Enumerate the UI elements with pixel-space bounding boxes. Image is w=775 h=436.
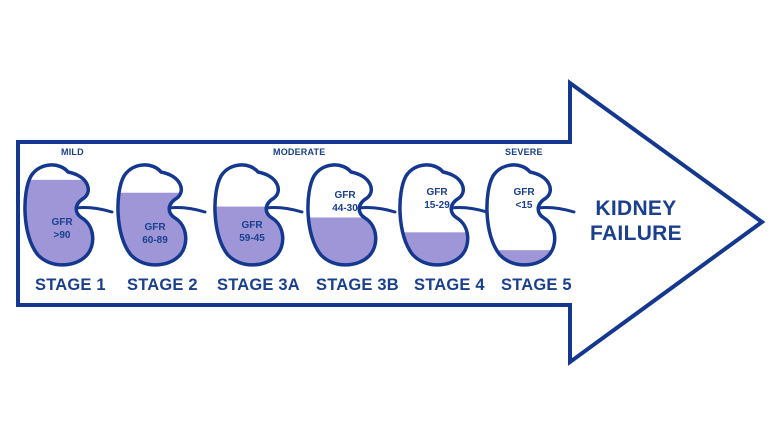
progression-arrow (16, 79, 766, 366)
ureter-line (357, 206, 397, 214)
kidney-outline (213, 163, 285, 267)
kidney-outline (116, 163, 188, 267)
kidney-stage-3b (306, 163, 397, 267)
kidney-outline (485, 163, 557, 267)
stage-label-4: STAGE 4 (414, 276, 485, 294)
ureter-line (167, 206, 207, 214)
severity-label-moderate: MODERATE (273, 147, 326, 157)
ureter-line (74, 206, 114, 214)
stage-label-1: STAGE 1 (35, 276, 106, 294)
ureter-line (264, 206, 304, 214)
kidney-group (23, 163, 576, 267)
kidney-outline (23, 163, 95, 267)
kidney-stage-5 (485, 163, 576, 267)
ureter-line (449, 206, 489, 214)
gfr-label-stage-1: GFR>90 (51, 217, 73, 241)
gfr-label-stage-5: GFR<15 (513, 187, 535, 211)
stage-label-3b: STAGE 3B (316, 276, 399, 294)
stage-label-2: STAGE 2 (127, 276, 198, 294)
stage-label-5: STAGE 5 (501, 276, 572, 294)
kidney-stage-3a (213, 163, 304, 267)
severity-label-severe: SEVERE (505, 147, 543, 157)
severity-label-mild: MILD (61, 147, 84, 157)
ureter-line (536, 206, 576, 214)
kidney-outline (306, 163, 378, 267)
kidney-stage-1 (23, 163, 114, 267)
kidney-outline (398, 163, 470, 267)
stage-label-3a: STAGE 3A (217, 276, 300, 294)
